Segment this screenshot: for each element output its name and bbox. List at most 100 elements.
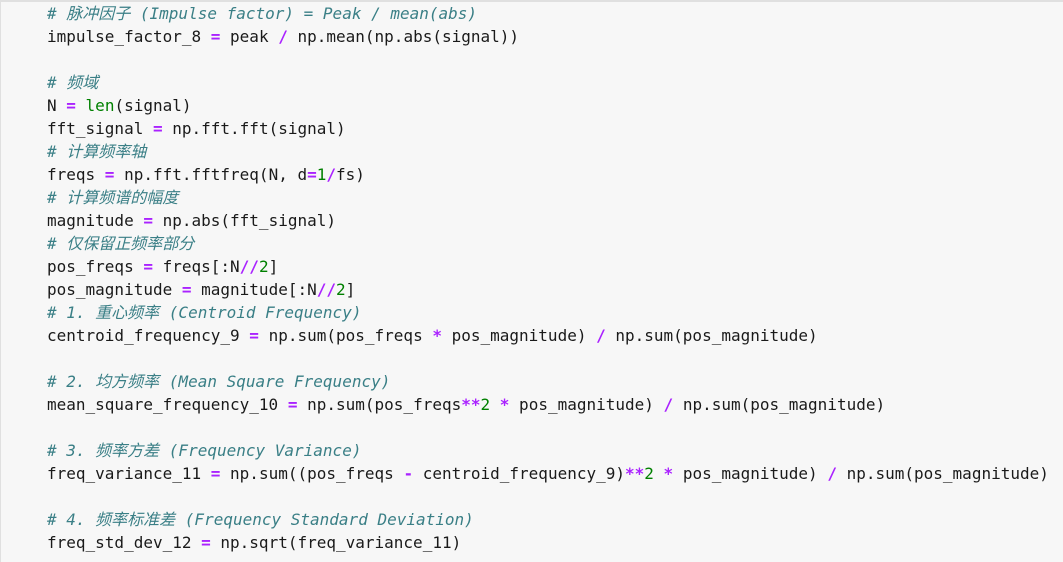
cell-top-border (1, 0, 1063, 2)
operator-token: = (210, 464, 221, 483)
code-line[interactable] (47, 416, 1049, 439)
code-line[interactable]: freq_std_dev_12 = np.sqrt(freq_variance_… (47, 531, 1049, 554)
operator-token: = (287, 395, 298, 414)
comment-token: # 计算频率轴 (47, 142, 147, 161)
code-token: freq_std_dev_12 (47, 533, 202, 552)
operator-token: = (249, 326, 259, 345)
comment-line[interactable]: # 脉冲因子 (Impulse factor) = Peak / mean(ab… (47, 2, 1049, 25)
code-token: peak (220, 27, 279, 46)
operator-token: / (326, 165, 337, 184)
code-line[interactable] (47, 347, 1049, 370)
operator-token: / (596, 326, 606, 345)
code-token: np.sum(pos_freqs (297, 395, 462, 414)
operator-token: = (201, 533, 211, 552)
operator-token: * (499, 395, 510, 414)
operator-token: * (663, 464, 674, 483)
code-token: np.fft.fft(signal) (162, 119, 346, 138)
operator-token: / (663, 395, 674, 414)
operator-token: = (210, 27, 221, 46)
code-token: fft_signal (47, 119, 153, 138)
builtin-token: len (85, 96, 115, 115)
operator-token: = (104, 165, 115, 184)
comment-token: # 2. 均方频率 (Mean Square Frequency) (47, 372, 391, 391)
code-token: ] (345, 280, 356, 299)
comment-line[interactable]: # 2. 均方频率 (Mean Square Frequency) (47, 370, 1049, 393)
operator-token: * (432, 326, 442, 345)
code-token: np.sum(pos_freqs (258, 326, 433, 345)
code-token: np.sum(pos_magnitude) (605, 326, 818, 345)
comment-line[interactable]: # 计算频谱的幅度 (47, 186, 1049, 209)
operator-token: = (152, 119, 163, 138)
code-token: impulse_factor_8 (47, 27, 211, 46)
code-token (76, 96, 86, 115)
operator-token: = (143, 257, 153, 276)
code-token: pos_magnitude) (673, 464, 828, 483)
number-token: 2 (644, 464, 654, 483)
code-token: pos_magnitude (47, 280, 182, 299)
comment-token: # 仅保留正频率部分 (47, 234, 195, 253)
operator-token: // (239, 257, 259, 276)
code-line[interactable]: freq_variance_11 = np.sum((pos_freqs - c… (47, 462, 1049, 485)
comment-token: # 1. 重心频率 (Centroid Frequency) (47, 303, 362, 322)
comment-line[interactable]: # 1. 重心频率 (Centroid Frequency) (47, 301, 1049, 324)
code-token: centroid_frequency_9) (413, 464, 625, 483)
code-line[interactable]: mean_square_frequency_10 = np.sum(pos_fr… (47, 393, 1049, 416)
code-token: np.sum(pos_magnitude) (673, 395, 886, 414)
comment-line[interactable]: # 频域 (47, 71, 1049, 94)
operator-token: ** (461, 395, 481, 414)
code-token: np.sqrt(freq_variance_11) (210, 533, 462, 552)
code-token: ] (268, 257, 279, 276)
operator-token: = (143, 211, 153, 230)
operator-token: = (307, 165, 317, 184)
code-token (490, 395, 500, 414)
code-line[interactable]: fft_signal = np.fft.fft(signal) (47, 117, 1049, 140)
operator-token: - (403, 464, 414, 483)
code-token: magnitude[:N (191, 280, 317, 299)
code-token: centroid_frequency_9 (47, 326, 250, 345)
code-token: (signal) (114, 96, 192, 115)
comment-line[interactable]: # 3. 频率方差 (Frequency Variance) (47, 439, 1049, 462)
code-line[interactable]: pos_freqs = freqs[:N//2] (47, 255, 1049, 278)
code-token: np.mean(np.abs(signal)) (287, 27, 520, 46)
code-token: np.fft.fftfreq(N, d (114, 165, 308, 184)
code-token: mean_square_frequency_10 (47, 395, 288, 414)
code-line[interactable]: freqs = np.fft.fftfreq(N, d=1/fs) (47, 163, 1049, 186)
code-line[interactable]: magnitude = np.abs(fft_signal) (47, 209, 1049, 232)
code-token: pos_magnitude) (509, 395, 664, 414)
comment-line[interactable]: # 计算频率轴 (47, 140, 1049, 163)
comment-token: # 频域 (47, 73, 99, 92)
number-token: 2 (258, 257, 269, 276)
code-token (654, 464, 664, 483)
operator-token: / (278, 27, 288, 46)
code-token: freqs[:N (152, 257, 240, 276)
code-line[interactable]: pos_magnitude = magnitude[:N//2] (47, 278, 1049, 301)
comment-line[interactable]: # 仅保留正频率部分 (47, 232, 1049, 255)
code-line[interactable] (47, 485, 1049, 508)
code-token: np.sum((pos_freqs (220, 464, 404, 483)
number-token: 2 (336, 280, 346, 299)
code-editor[interactable]: # 脉冲因子 (Impulse factor) = Peak / mean(ab… (47, 2, 1049, 554)
code-line[interactable] (47, 48, 1049, 71)
code-token: np.abs(fft_signal) (152, 211, 336, 230)
code-token: N (47, 96, 67, 115)
code-line[interactable]: centroid_frequency_9 = np.sum(pos_freqs … (47, 324, 1049, 347)
operator-token: // (316, 280, 336, 299)
code-token: fs) (336, 165, 365, 184)
operator-token: / (827, 464, 837, 483)
code-token: np.sum(pos_magnitude) (836, 464, 1049, 483)
comment-line[interactable]: # 4. 频率标准差 (Frequency Standard Deviation… (47, 508, 1049, 531)
code-line[interactable]: impulse_factor_8 = peak / np.mean(np.abs… (47, 25, 1049, 48)
operator-token: ** (625, 464, 645, 483)
code-token: freqs (47, 165, 105, 184)
code-token: freq_variance_11 (47, 464, 211, 483)
operator-token: = (181, 280, 192, 299)
code-line[interactable]: N = len(signal) (47, 94, 1049, 117)
number-token: 2 (480, 395, 491, 414)
number-token: 1 (316, 165, 327, 184)
comment-token: # 3. 频率方差 (Frequency Variance) (47, 441, 362, 460)
code-token: magnitude (47, 211, 144, 230)
comment-token: # 脉冲因子 (Impulse factor) = Peak / mean(ab… (47, 4, 478, 23)
comment-token: # 4. 频率标准差 (Frequency Standard Deviation… (47, 510, 474, 529)
operator-token: = (66, 96, 76, 115)
